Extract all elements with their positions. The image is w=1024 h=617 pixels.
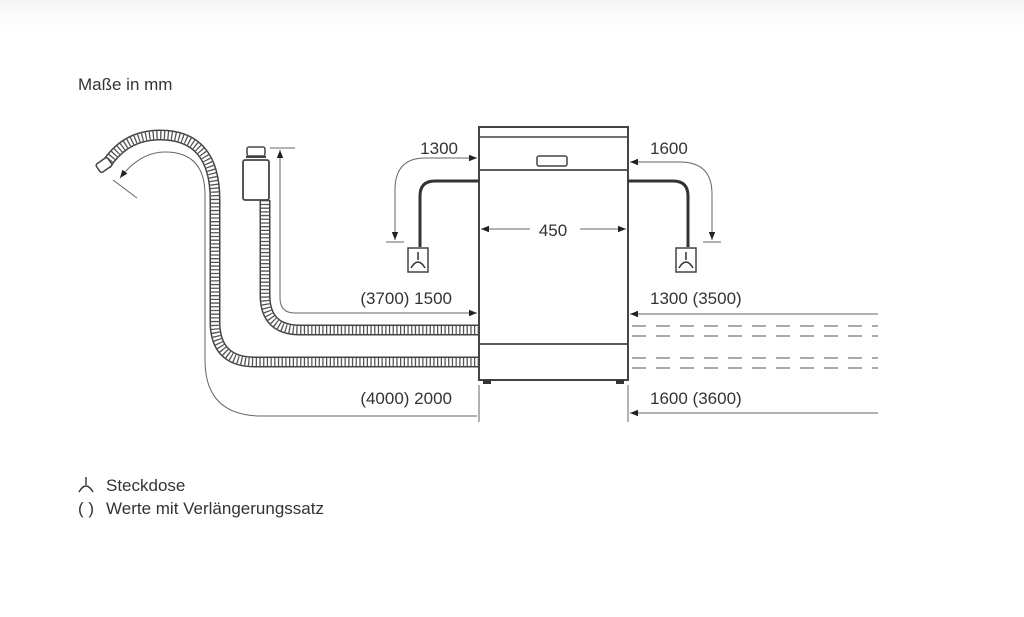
right-hose-routes: [630, 310, 878, 417]
legend-parens-label: Werte mit Verlängerungssatz: [106, 499, 324, 518]
power-cord-left: [386, 154, 479, 273]
inlet-hose-dimension: [270, 147, 477, 317]
drain-left-label: (4000) 2000: [360, 389, 452, 408]
legend-parens-symbol: ( ): [78, 499, 94, 518]
units-title: Maße in mm: [78, 75, 172, 94]
drain-hose: [95, 129, 479, 368]
drain-right-label: 1600 (3600): [650, 389, 742, 408]
socket-icon: [78, 477, 94, 493]
inlet-left-label: (3700) 1500: [360, 289, 452, 308]
inlet-hose: [242, 146, 479, 336]
drain-hose-dimension: [112, 151, 480, 422]
legend-socket-label: Steckdose: [106, 476, 185, 495]
legend: Steckdose ( ) Werte mit Verlängerungssat…: [78, 476, 324, 518]
cord-left-label: 1300: [420, 139, 458, 158]
width-label: 450: [539, 221, 567, 240]
cord-right-label: 1600: [650, 139, 688, 158]
inlet-right-label: 1300 (3500): [650, 289, 742, 308]
control-panel-display: [536, 155, 568, 167]
power-cord-right: [628, 158, 721, 273]
dishwasher: [478, 126, 629, 422]
